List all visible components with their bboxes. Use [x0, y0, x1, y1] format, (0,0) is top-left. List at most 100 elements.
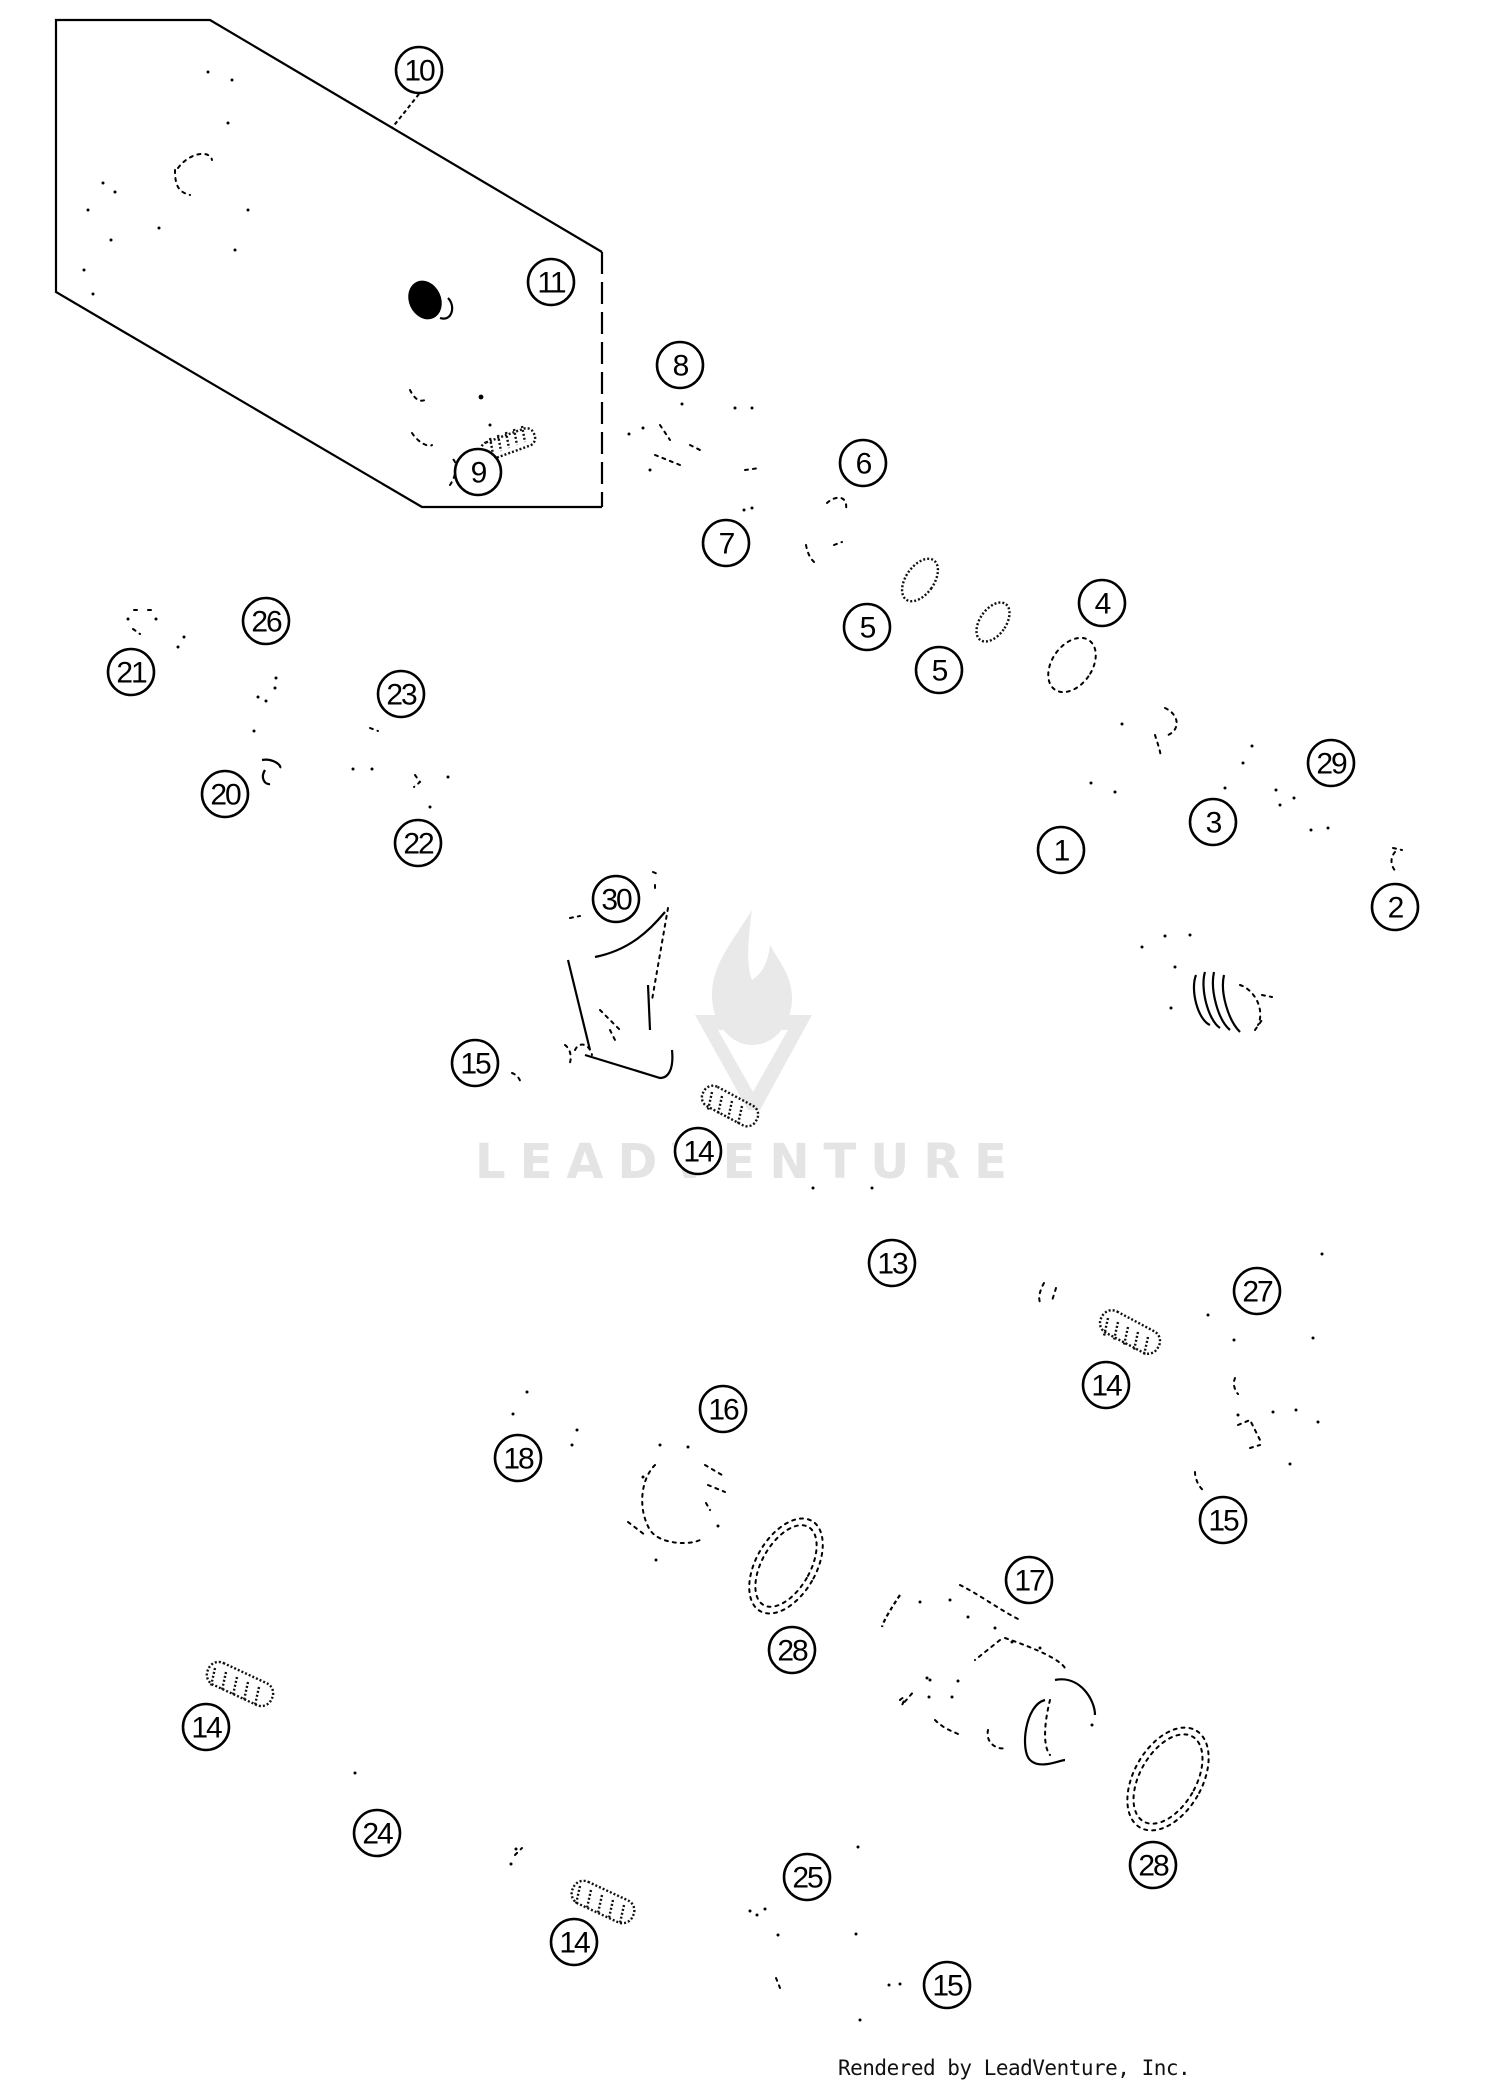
callout-number: 26 — [251, 606, 282, 639]
callout-number: 2 — [1388, 892, 1404, 925]
callout-number: 14 — [191, 1712, 222, 1745]
callout-circle — [526, 257, 576, 307]
callout-circle — [1077, 578, 1127, 628]
part-5-disc-b — [975, 601, 1011, 643]
callout-27[interactable]: 27 — [1232, 1266, 1282, 1316]
callout-21[interactable]: 21 — [106, 647, 156, 697]
callout-circle — [352, 1808, 402, 1858]
callout-circle — [1198, 1495, 1248, 1545]
callout-number: 10 — [404, 55, 435, 88]
callout-number: 11 — [537, 267, 565, 300]
callout-5[interactable]: 5 — [914, 645, 964, 695]
footer-credit: Rendered by LeadVenture, Inc. — [838, 2056, 1191, 2080]
callout-10[interactable]: 10 — [394, 45, 444, 95]
callout-22[interactable]: 22 — [393, 818, 443, 868]
part-29-pin — [1274, 788, 1330, 832]
callout-number: 25 — [792, 1862, 823, 1895]
callout-circle — [181, 1702, 231, 1752]
flame-logo-icon — [712, 910, 792, 1045]
part-13-ball-small — [1038, 1282, 1057, 1303]
callout-28[interactable]: 28 — [1128, 1840, 1178, 1890]
callout-layer: 10 11 9 8 7 6 5 5 4 29 3 1 2 26 21 23 20 22 30 15 14 13 27 14 15… — [106, 45, 1420, 2010]
callout-circle — [493, 1433, 543, 1483]
leader-line-10 — [391, 93, 420, 129]
callout-circle — [838, 438, 888, 488]
callout-15[interactable]: 15 — [1198, 1495, 1248, 1545]
callout-number: 16 — [708, 1394, 739, 1427]
callout-number: 4 — [1095, 588, 1111, 621]
part-7-washer — [742, 506, 754, 512]
callout-circle — [106, 647, 156, 697]
callout-number: 17 — [1014, 1565, 1045, 1598]
callout-29[interactable]: 29 — [1306, 738, 1356, 788]
callout-23[interactable]: 23 — [376, 669, 426, 719]
callout-14[interactable]: 14 — [549, 1917, 599, 1967]
callout-number: 6 — [856, 448, 872, 481]
v-logo-icon — [695, 1015, 812, 1110]
callout-circle — [394, 45, 444, 95]
callout-9[interactable]: 9 — [453, 447, 503, 497]
callout-circle — [701, 518, 751, 568]
callout-2[interactable]: 2 — [1370, 882, 1420, 932]
callout-number: 18 — [503, 1443, 534, 1476]
callout-number: 21 — [116, 657, 147, 690]
callout-26[interactable]: 26 — [241, 596, 291, 646]
callout-25[interactable]: 25 — [782, 1852, 832, 1902]
watermark-text: LEADVENTURE — [475, 1134, 1021, 1190]
callout-7[interactable]: 7 — [701, 518, 751, 568]
callout-circle — [1081, 1360, 1131, 1410]
part-25 — [748, 1845, 902, 2022]
callout-15[interactable]: 15 — [922, 1960, 972, 2010]
callout-circle — [376, 669, 426, 719]
callout-circle — [655, 340, 705, 390]
callout-14[interactable]: 14 — [673, 1126, 723, 1176]
callout-28[interactable]: 28 — [767, 1625, 817, 1675]
callout-14[interactable]: 14 — [181, 1702, 231, 1752]
callout-3[interactable]: 3 — [1188, 797, 1238, 847]
callout-number: 29 — [1316, 748, 1347, 781]
callout-circle — [1370, 882, 1420, 932]
part-2-clip — [1390, 847, 1403, 873]
callout-30[interactable]: 30 — [591, 874, 641, 924]
callout-1[interactable]: 1 — [1036, 825, 1086, 875]
callout-6[interactable]: 6 — [838, 438, 888, 488]
callout-circle — [200, 769, 250, 819]
callout-number: 7 — [719, 528, 735, 561]
part-8 — [627, 402, 761, 472]
callout-16[interactable]: 16 — [698, 1384, 748, 1434]
callout-20[interactable]: 20 — [200, 769, 250, 819]
callout-15[interactable]: 15 — [450, 1038, 500, 1088]
part-18 — [511, 1390, 579, 1447]
callout-11[interactable]: 11 — [526, 257, 576, 307]
part-22 — [413, 774, 450, 809]
callout-14[interactable]: 14 — [1081, 1360, 1131, 1410]
callout-5[interactable]: 5 — [842, 602, 892, 652]
part-26 — [252, 676, 278, 733]
assembly-group-box — [54, 18, 604, 509]
part-27-bracket — [1206, 1313, 1320, 1466]
callout-number: 5 — [860, 612, 876, 645]
callout-number: 27 — [1242, 1276, 1273, 1309]
part-17-shift-drum — [880, 1584, 1097, 1766]
callout-number: 28 — [1138, 1850, 1169, 1883]
part-gear-11 — [408, 280, 454, 320]
callout-8[interactable]: 8 — [655, 340, 705, 390]
callout-circle — [1188, 797, 1238, 847]
part-3-bushing — [1089, 707, 1254, 794]
callout-17[interactable]: 17 — [1004, 1555, 1054, 1605]
callout-number: 9 — [471, 457, 487, 490]
part-20 — [261, 758, 282, 786]
part-30-shift-fork — [564, 871, 674, 1080]
callout-24[interactable]: 24 — [352, 1808, 402, 1858]
callout-18[interactable]: 18 — [493, 1433, 543, 1483]
callout-circle — [241, 596, 291, 646]
callout-number: 5 — [932, 655, 948, 688]
part-28-ring-a — [748, 1517, 824, 1615]
callout-13[interactable]: 13 — [867, 1238, 917, 1288]
callout-number: 15 — [460, 1048, 491, 1081]
callout-4[interactable]: 4 — [1077, 578, 1127, 628]
part-5-disc-a — [900, 557, 940, 603]
callout-circle — [673, 1126, 723, 1176]
part-1-shaft-gear — [1140, 933, 1273, 1033]
callout-circle — [450, 1038, 500, 1088]
